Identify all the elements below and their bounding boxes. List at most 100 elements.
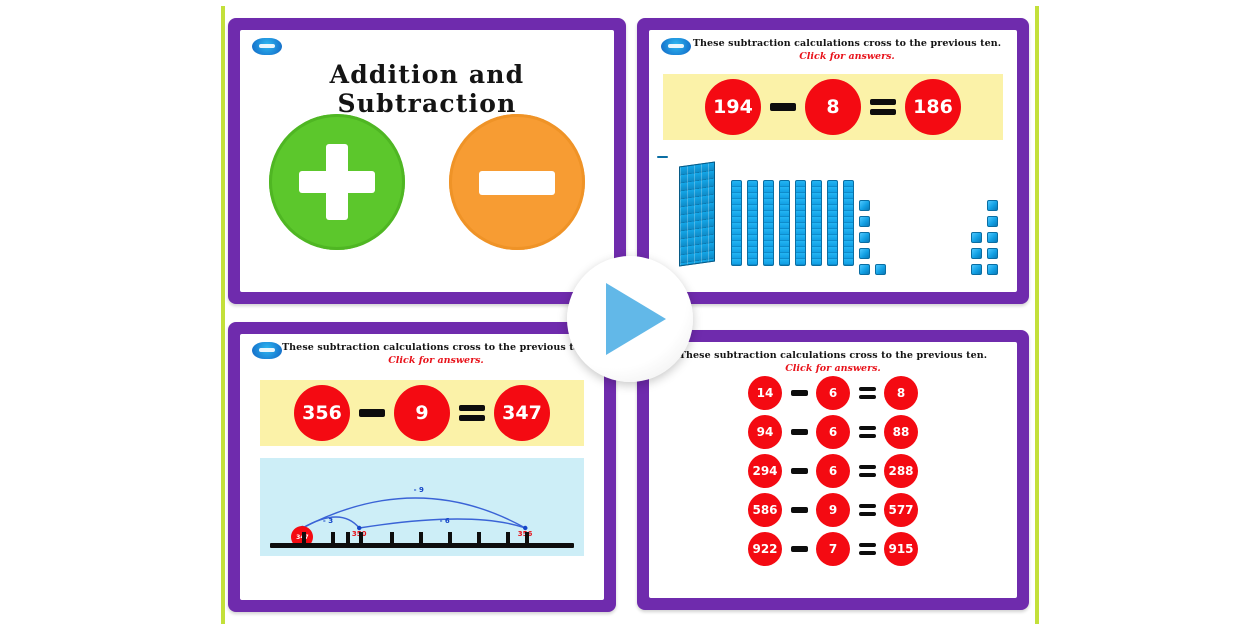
tens-rod: [763, 180, 774, 266]
answer-bubble[interactable]: 915: [884, 532, 918, 566]
answer-bubble[interactable]: 186: [905, 79, 961, 135]
answer-bubble[interactable]: 288: [884, 454, 918, 488]
tens-rod: [795, 180, 806, 266]
subtrahend-bubble[interactable]: 8: [805, 79, 861, 135]
jump-label-6: - 6: [439, 517, 450, 525]
answer-bubble[interactable]: 347: [494, 385, 550, 441]
click-for-answers-label: Click for answers.: [388, 355, 484, 366]
number-line-panel: - 3 - 6 - 9 350 356 347: [260, 458, 584, 556]
calculation-strip: 194 8 186: [663, 74, 1003, 140]
answer-bubble[interactable]: 577: [884, 493, 918, 527]
minuend-bubble[interactable]: 586: [748, 493, 782, 527]
minuend-bubble[interactable]: 14: [748, 376, 782, 410]
twinkl-logo: [252, 342, 282, 359]
subtrahend-bubble[interactable]: 7: [816, 532, 850, 566]
minuend-bubble[interactable]: 356: [294, 385, 350, 441]
equals-operator: [850, 504, 884, 516]
minus-operator: [782, 429, 816, 435]
subtrahend-bubble[interactable]: 9: [816, 493, 850, 527]
lesson-header: These subtraction calculations cross to …: [691, 38, 1003, 62]
twinkl-logo: [661, 38, 691, 55]
play-button[interactable]: [567, 256, 693, 382]
slide-title-content: Addition and Subtraction: [240, 30, 614, 292]
slide-number-line-content: These subtraction calculations cross to …: [240, 334, 604, 600]
tens-rod: [731, 180, 742, 266]
number-line-axis: [270, 543, 574, 548]
calculation-row: 14 6 8: [649, 376, 1017, 410]
page-title: Addition and Subtraction: [329, 60, 525, 118]
number-line-tick: [447, 532, 452, 545]
slide-base-ten-content: These subtraction calculations cross to …: [649, 30, 1017, 292]
lesson-instruction: These subtraction calculations cross to …: [282, 342, 591, 353]
click-for-answers-label: Click for answers.: [785, 363, 881, 374]
addition-icon: [269, 114, 405, 250]
minus-operator: [761, 103, 805, 111]
ones-cube: [971, 264, 982, 275]
answer-bubble[interactable]: 88: [884, 415, 918, 449]
equals-operator: [450, 405, 494, 421]
ones-cube: [859, 216, 870, 227]
subtrahend-bubble[interactable]: 9: [394, 385, 450, 441]
number-line-tick: [389, 532, 394, 545]
play-triangle-icon: [606, 283, 666, 355]
calculation-strip: 356 9 347: [260, 380, 584, 446]
minuend-bubble[interactable]: 294: [748, 454, 782, 488]
slide-practice-content: These subtraction calculations cross to …: [649, 342, 1017, 598]
lesson-instruction: These subtraction calculations cross to …: [678, 350, 988, 361]
tens-rod: [827, 180, 838, 266]
lesson-header: These subtraction calculations cross to …: [282, 342, 590, 366]
subtrahend-bubble[interactable]: 6: [816, 454, 850, 488]
slide-base-ten[interactable]: These subtraction calculations cross to …: [637, 18, 1029, 304]
calculation-row: 586 9 577: [649, 493, 1017, 527]
slide-title[interactable]: Addition and Subtraction: [228, 18, 626, 304]
minuend-bubble[interactable]: 922: [748, 532, 782, 566]
hundreds-flat: [679, 161, 715, 267]
number-line-tick: [477, 532, 482, 545]
plus-bar-vertical: [326, 144, 348, 220]
minus-operator: [782, 507, 816, 513]
equals-operator: [850, 426, 884, 438]
equals-operator: [861, 99, 905, 115]
ones-cube: [971, 232, 982, 243]
ones-cube: [987, 264, 998, 275]
answer-bubble[interactable]: 8: [884, 376, 918, 410]
number-line-tick: [345, 532, 350, 545]
number-line-tick: [525, 532, 530, 545]
number-line-tick: [506, 532, 511, 545]
calculation-list: 14 6 8 94 6: [649, 376, 1017, 571]
subtraction-icon: [449, 114, 585, 250]
minus-operator: [782, 546, 816, 552]
calculation-row: 294 6 288: [649, 454, 1017, 488]
subtrahend-bubble[interactable]: 6: [816, 415, 850, 449]
equals-operator: [850, 465, 884, 477]
ones-cube: [859, 248, 870, 259]
minus-operator: [782, 390, 816, 396]
number-line-tick: [418, 532, 423, 545]
ones-cube: [971, 248, 982, 259]
ones-cube: [859, 264, 870, 275]
operation-icons: [240, 114, 614, 250]
subtrahend-bubble[interactable]: 6: [816, 376, 850, 410]
minuend-bubble[interactable]: 94: [748, 415, 782, 449]
jump-label-3: - 3: [322, 517, 334, 525]
lesson-header: These subtraction calculations cross to …: [663, 350, 1003, 374]
ones-cube: [987, 200, 998, 211]
lesson-instruction: These subtraction calculations cross to …: [692, 38, 1002, 49]
left-rail: [221, 6, 225, 624]
equals-operator: [850, 543, 884, 555]
number-line-tick: [302, 532, 307, 545]
tens-rod: [747, 180, 758, 266]
minus-operator: [782, 468, 816, 474]
slide-practice[interactable]: These subtraction calculations cross to …: [637, 330, 1029, 610]
minuend-bubble[interactable]: 194: [705, 79, 761, 135]
jump-label-9: - 9: [413, 486, 424, 494]
slide-number-line[interactable]: These subtraction calculations cross to …: [228, 322, 616, 612]
ones-cube: [859, 232, 870, 243]
minus-operator: [350, 409, 394, 417]
number-line-tick: [330, 532, 335, 545]
click-for-answers-label: Click for answers.: [799, 51, 895, 62]
calculation-row: 922 7 915: [649, 532, 1017, 566]
equals-operator: [850, 387, 884, 399]
ones-cube: [987, 216, 998, 227]
